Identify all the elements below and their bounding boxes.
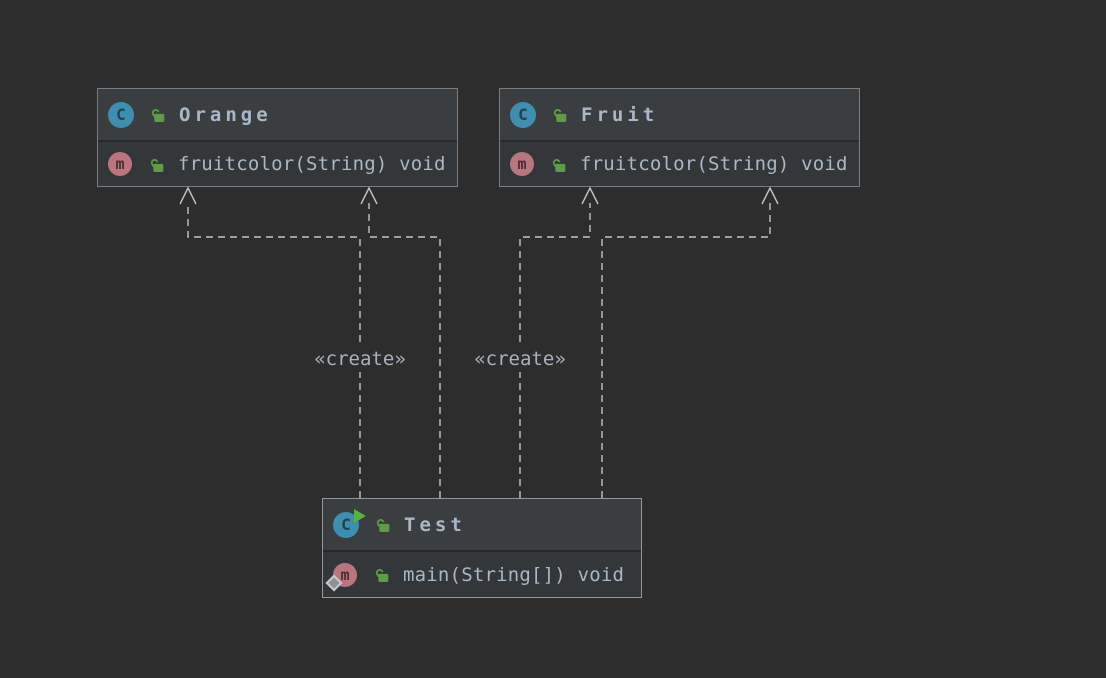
edge-test-fruit-create[interactable] <box>519 186 599 498</box>
class-title: Fruit <box>581 103 659 126</box>
class-icon-letter: C <box>518 105 528 124</box>
class-icon: C <box>510 101 536 128</box>
class-icon-letter: C <box>341 515 351 534</box>
edge-test-fruit-dependency[interactable] <box>601 186 779 498</box>
edge-test-orange-create[interactable] <box>179 186 361 498</box>
method-signature: fruitcolor(String) void <box>178 153 446 175</box>
method-row[interactable]: m fruitcolor(String) void <box>98 140 457 186</box>
class-icon: C <box>108 101 134 128</box>
class-title: Orange <box>179 103 272 126</box>
unlock-icon <box>552 158 566 172</box>
runnable-class-icon: C <box>333 508 366 538</box>
unlock-icon <box>553 109 567 122</box>
edge-test-orange-dependency[interactable] <box>360 186 441 498</box>
unlock-icon <box>150 158 164 172</box>
method-icon-letter: m <box>517 155 527 173</box>
run-overlay-icon <box>354 508 366 523</box>
method-icon-letter: m <box>340 565 350 584</box>
method-icon: m <box>108 152 132 176</box>
open-arrowhead-icon <box>581 186 599 205</box>
method-row[interactable]: m fruitcolor(String) void <box>500 140 859 186</box>
open-arrowhead-icon <box>761 186 779 205</box>
class-icon-letter: C <box>116 105 126 124</box>
class-title: Test <box>404 513 466 536</box>
class-node-orange[interactable]: C Orange m fruitcolor(String) void <box>97 88 458 187</box>
method-icon-letter: m <box>115 155 125 173</box>
class-node-test[interactable]: C Test m main(String[]) void <box>322 498 642 598</box>
unlock-icon <box>151 109 165 122</box>
method-signature: fruitcolor(String) void <box>580 153 848 175</box>
edge-stereotype-label: «create» <box>470 346 570 372</box>
method-row[interactable]: m main(String[]) void <box>323 550 641 597</box>
open-arrowhead-icon <box>360 186 378 205</box>
class-node-fruit[interactable]: C Fruit m fruitcolor(String) void <box>499 88 860 187</box>
class-node-header[interactable]: C Test <box>323 499 641 550</box>
open-arrowhead-icon <box>179 186 197 205</box>
unlock-icon <box>376 519 390 532</box>
class-node-header[interactable]: C Fruit <box>500 89 859 140</box>
main-method-icon: m <box>325 562 357 591</box>
edge-stereotype-label: «create» <box>310 346 410 372</box>
class-node-header[interactable]: C Orange <box>98 89 457 140</box>
method-signature: main(String[]) void <box>403 563 625 586</box>
method-icon: m <box>510 152 534 176</box>
unlock-icon <box>375 569 389 582</box>
